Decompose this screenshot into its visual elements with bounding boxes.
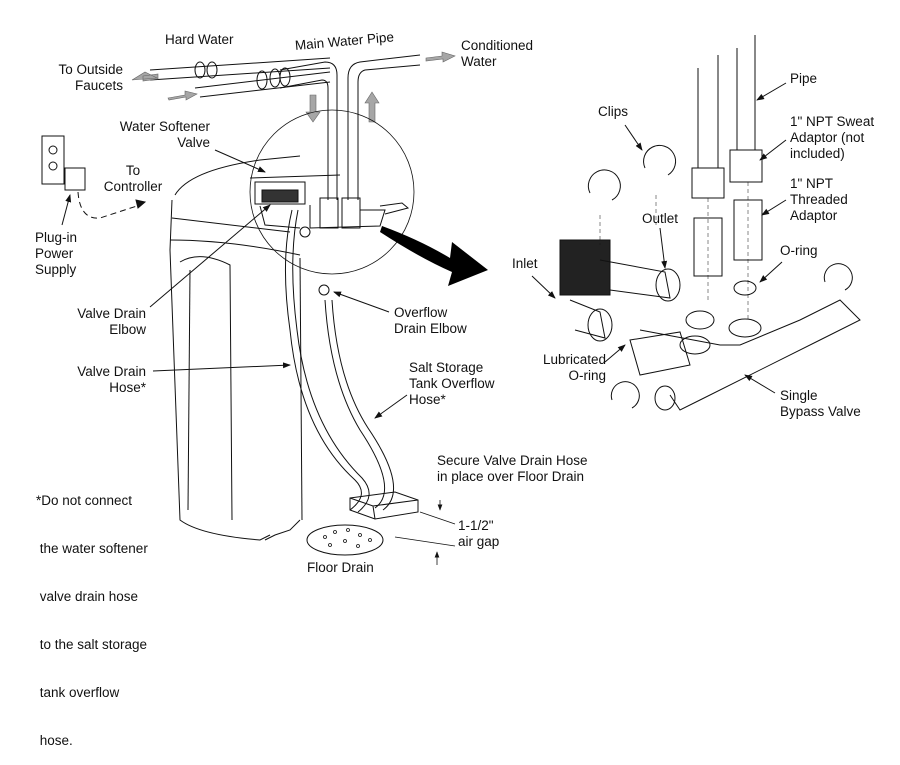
leader-outlet bbox=[659, 227, 668, 269]
leader-plug-in bbox=[61, 194, 72, 226]
label-single-bypass-valve: Single Bypass Valve bbox=[780, 388, 861, 419]
label-valve-drain-elbow: Valve Drain Elbow bbox=[77, 306, 146, 337]
label-inlet: Inlet bbox=[512, 256, 538, 271]
power-supply bbox=[64, 167, 147, 219]
label-sweat-adaptor: 1" NPT Sweat Adaptor (not included) bbox=[790, 114, 875, 161]
label-o-ring: O-ring bbox=[780, 243, 818, 258]
clips bbox=[587, 144, 853, 409]
label-to-outside-faucets: To Outside Faucets bbox=[58, 62, 123, 93]
valve-drain-hose bbox=[284, 209, 362, 511]
air-gap-dimension bbox=[394, 500, 456, 565]
label-valve-drain-hose: Valve Drain Hose* bbox=[77, 364, 146, 395]
label-clips: Clips bbox=[598, 104, 629, 119]
wall-outlet bbox=[41, 135, 65, 185]
leader-bypass bbox=[744, 374, 776, 394]
label-lubricated-o-ring: Lubricated O-ring bbox=[542, 352, 606, 383]
detail-circle bbox=[249, 109, 415, 275]
softener-tank bbox=[169, 155, 341, 541]
flow-arrows bbox=[131, 51, 456, 123]
leader-overflow-hose bbox=[374, 394, 408, 419]
label-salt-storage-overflow-hose: Salt Storage Tank Overflow Hose* bbox=[409, 360, 495, 407]
arrow-hard-water-in-icon bbox=[167, 90, 198, 101]
leader-overflow-elbow bbox=[333, 291, 390, 313]
leader-valve-drain-elbow bbox=[149, 204, 271, 308]
label-conditioned-water: Conditioned Water bbox=[461, 38, 534, 69]
diagram-artwork bbox=[41, 35, 861, 565]
label-pipe: Pipe bbox=[790, 71, 818, 86]
label-outlet: Outlet bbox=[642, 211, 679, 226]
leader-threaded bbox=[761, 199, 787, 216]
leader-o-ring bbox=[759, 261, 783, 283]
label-plug-in-power-supply: Plug-in Power Supply bbox=[35, 230, 78, 277]
exploded-pipes bbox=[691, 35, 763, 296]
leader-clips bbox=[624, 124, 643, 151]
leader-inlet bbox=[531, 275, 556, 299]
leader-pipe bbox=[756, 82, 787, 101]
arrow-down-icon bbox=[305, 94, 321, 123]
label-air-gap: 1-1/2" air gap bbox=[458, 518, 500, 549]
label-overflow-drain-elbow: Overflow Drain Elbow bbox=[394, 305, 467, 336]
label-water-softener-valve: Water Softener Valve bbox=[119, 119, 210, 150]
label-hard-water: Hard Water bbox=[165, 32, 234, 47]
label-secure-drain-hose: Secure Valve Drain Hose in place over Fl… bbox=[437, 453, 588, 484]
arrow-conditioned-out-icon bbox=[425, 51, 456, 63]
label-floor-drain: Floor Drain bbox=[307, 560, 374, 575]
leader-sweat bbox=[759, 139, 787, 161]
label-threaded-adaptor: 1" NPT Threaded Adaptor bbox=[790, 176, 848, 223]
main-water-pipe bbox=[279, 54, 421, 200]
footnote: *Do not connect the water softener valve… bbox=[36, 493, 148, 748]
leader-valve-drain-hose bbox=[152, 362, 291, 372]
label-to-controller: To Controller bbox=[103, 163, 163, 194]
drain-block bbox=[349, 491, 419, 520]
bypass-valve bbox=[559, 239, 861, 411]
floor-drain bbox=[306, 524, 384, 556]
big-detail-arrow-icon bbox=[380, 226, 488, 286]
leader-valve bbox=[214, 149, 266, 173]
arrow-to-outside-icon bbox=[131, 71, 159, 82]
arrow-up-icon bbox=[364, 91, 380, 123]
hoses bbox=[284, 209, 395, 513]
leader-lubricated bbox=[604, 344, 626, 363]
overflow-hose bbox=[324, 299, 386, 509]
hard-water-pipes bbox=[149, 57, 331, 98]
